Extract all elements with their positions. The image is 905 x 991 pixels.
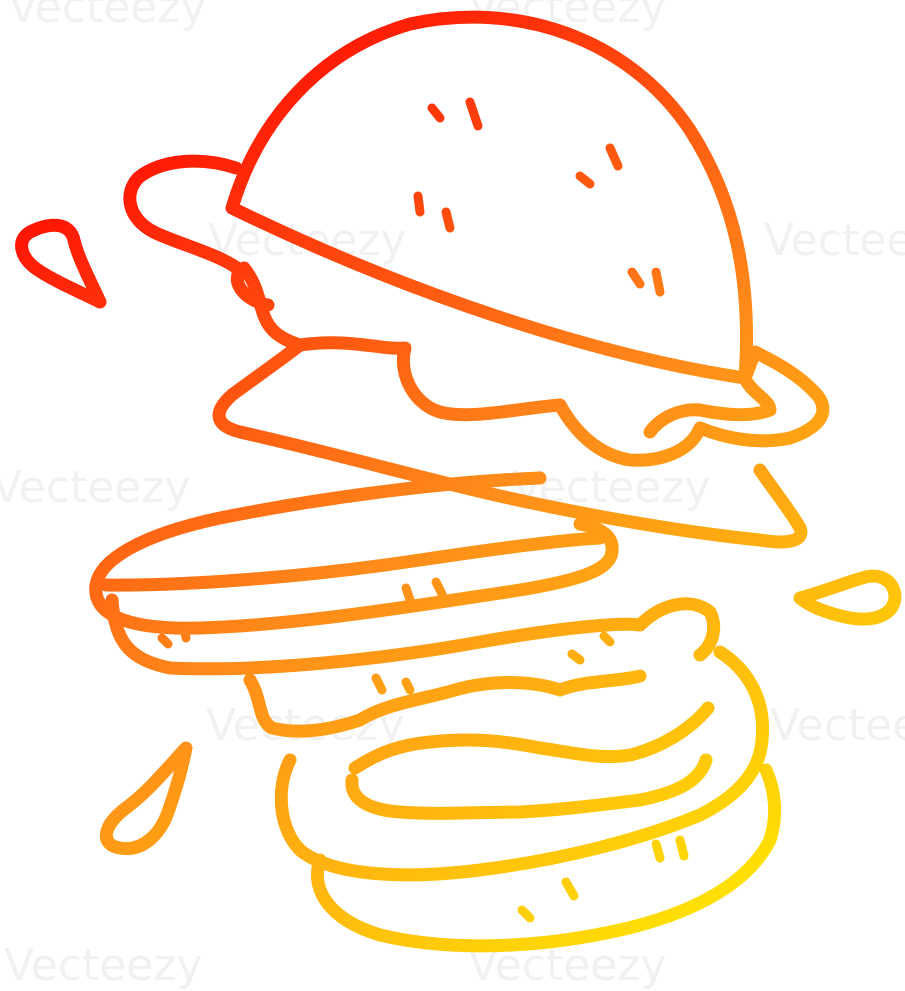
sesame-seed: [413, 191, 425, 217]
lettuce-leaf: [237, 261, 830, 467]
sesame-seed: [567, 649, 585, 665]
sesame-seed: [651, 839, 665, 863]
tomato-slice-edge: [99, 531, 607, 592]
cheese-slice: [212, 338, 808, 549]
sesame-seed: [575, 171, 595, 189]
sesame-seed: [441, 207, 455, 233]
sesame-seed: [627, 267, 645, 289]
splash-drop: [15, 218, 107, 309]
bottom-sauce: [345, 753, 713, 820]
burger-patty: [105, 593, 721, 676]
sesame-seed: [465, 97, 483, 131]
sesame-seed: [431, 577, 447, 599]
sesame-seed: [605, 143, 623, 171]
sauce-drip: [123, 154, 275, 312]
top-bun: [225, 10, 753, 385]
bottom-bun-base: [311, 763, 782, 953]
sesame-seed: [675, 835, 689, 861]
sesame-seed: [427, 103, 445, 123]
bottom-lettuce: [348, 701, 715, 775]
sesame-seed: [401, 677, 415, 695]
sesame-seed: [401, 583, 415, 605]
sesame-seed: [517, 905, 535, 923]
tomato-slice: [89, 471, 619, 635]
sesame-seed: [179, 623, 191, 643]
sesame-seed: [371, 673, 387, 695]
sesame-seed: [157, 633, 173, 649]
splash-drop: [793, 569, 902, 626]
bottom-bun: [274, 645, 770, 882]
burger-patty-bottom: [243, 669, 647, 738]
splash-drop: [99, 741, 193, 856]
sesame-seed: [561, 877, 579, 901]
sesame-seed: [651, 267, 665, 297]
sesame-seed: [599, 631, 615, 647]
